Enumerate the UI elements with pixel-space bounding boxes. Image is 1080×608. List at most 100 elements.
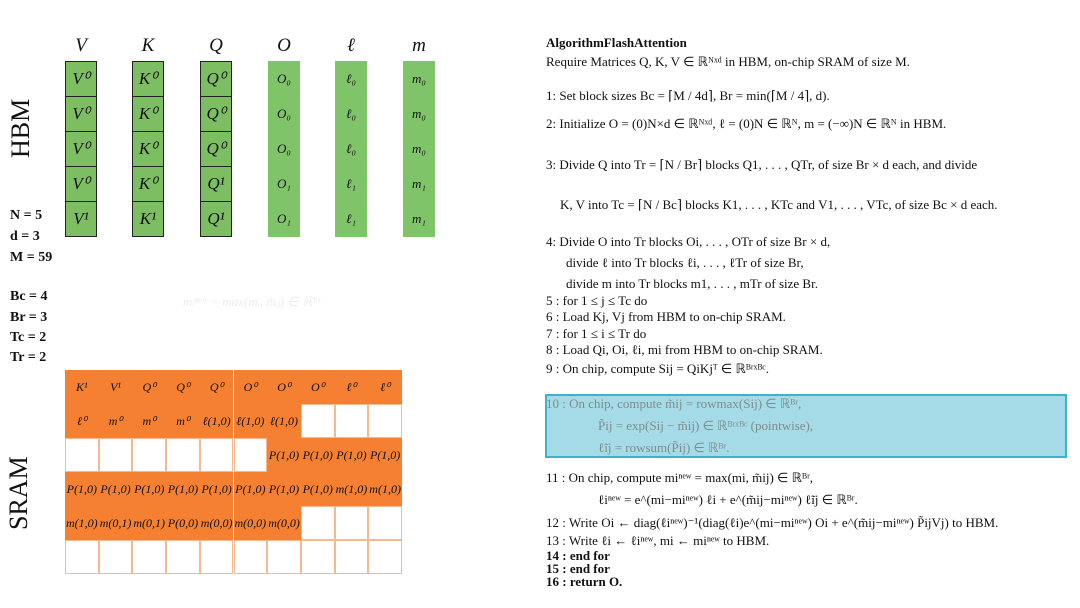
hbm-cell: Q⁰ <box>200 96 232 132</box>
sram-cell: m(0,0) <box>233 506 268 540</box>
alg-line-8: 8 : Load Qi, Oi, ℓi, mi from HBM to on-c… <box>546 342 823 357</box>
hbm-column-q: Q⁰ Q⁰ Q⁰ Q¹ Q¹ <box>200 61 232 237</box>
sram-cell <box>166 438 200 472</box>
header-o: O <box>277 35 291 56</box>
alg-line-9: 9 : On chip, compute Sij = QiKjᵀ ∈ ℝᴮʳˣᴮ… <box>546 361 769 376</box>
hbm-cell: m₀ <box>403 61 435 97</box>
sram-cell: ℓ(1,0) <box>199 404 234 438</box>
hbm-cell: Q⁰ <box>200 131 232 167</box>
hbm-cell: ℓ₀ <box>335 96 367 132</box>
sram-cell: m(0,1) <box>98 506 133 540</box>
sram-cell <box>65 438 99 472</box>
alg-line-4a: 4: Divide O into Tr blocks Oi, . . . , O… <box>546 234 831 249</box>
alg-line-7: 7 : for 1 ≤ i ≤ Tr do <box>546 326 647 341</box>
hbm-cell: V⁰ <box>65 131 97 167</box>
alg-line-15: 15 : end for <box>546 561 610 576</box>
hbm-cell: V⁰ <box>65 166 97 202</box>
alg-line-1: 1: Set block sizes Bc = ⌈M / 4d⌉, Br = m… <box>546 88 830 103</box>
alg-line-2: 2: Initialize O = (0)N×d ∈ ℝᴺˣᵈ, ℓ = (0)… <box>546 116 947 131</box>
hbm-column-o: O₀ O₀ O₀ O₁ O₁ <box>268 61 300 237</box>
sram-cell <box>132 540 167 574</box>
sram-cell: ℓ⁰ <box>368 370 402 404</box>
sram-cell: m⁰ <box>132 404 167 438</box>
sram-cell <box>334 404 369 438</box>
sram-cell <box>368 506 402 540</box>
sram-cell <box>300 540 335 574</box>
hbm-cell: K¹ <box>132 201 164 237</box>
hbm-label: HBM <box>6 98 35 158</box>
hbm-cell: K⁰ <box>132 96 164 132</box>
param-bc: Bc = 4 <box>10 289 48 304</box>
sram-cell <box>334 540 369 574</box>
header-k: K <box>141 35 155 56</box>
hbm-cell: K⁰ <box>132 61 164 97</box>
sram-cell <box>267 540 301 574</box>
hbm-cell: V¹ <box>65 201 97 237</box>
hbm-cell: Q⁰ <box>200 61 232 97</box>
hbm-cell: O₀ <box>268 131 300 167</box>
sram-cell: m(0,1) <box>132 506 167 540</box>
header-l: ℓ <box>347 35 355 56</box>
hbm-column-k: K⁰ K⁰ K⁰ K⁰ K¹ <box>132 61 164 237</box>
sram-cell <box>132 438 167 472</box>
sram-cell: m(0,0) <box>267 506 301 540</box>
alg-line-4b: divide ℓ into Tr blocks ℓi, . . . , ℓTr … <box>566 255 804 270</box>
alg-line-5: 5 : for 1 ≤ j ≤ Tc do <box>546 293 648 308</box>
sram-cell: P(1,0) <box>199 472 234 506</box>
sram-cell: ℓ⁰ <box>65 404 99 438</box>
sram-cell: m(1,0) <box>65 506 99 540</box>
sram-cell: ℓ(1,0) <box>267 404 301 438</box>
alg-line-13: 13 : Write ℓi ← ℓiⁿᵉʷ, mi ← miⁿᵉʷ to HBM… <box>546 533 770 548</box>
sram-cell: K¹ <box>65 370 99 404</box>
sram-cell: Q⁰ <box>132 370 167 404</box>
sram-cell: P(1,0) <box>132 472 167 506</box>
hbm-cell: K⁰ <box>132 166 164 202</box>
sram-cell: P(0,0) <box>166 506 200 540</box>
alg-line-14: 14 : end for <box>546 548 610 563</box>
sram-label: SRAM <box>4 456 33 530</box>
sram-row: P(1,0)P(1,0)P(1,0)P(1,0)P(1,0)P(1,0)P(1,… <box>65 472 402 506</box>
highlight-box <box>545 394 1067 458</box>
sram-row: m(1,0)m(0,1)m(0,1)P(0,0)m(0,0)m(0,0)m(0,… <box>65 506 402 540</box>
hbm-cell: ℓ₁ <box>335 201 367 237</box>
sram-cell: P(1,0) <box>368 438 402 472</box>
alg-line-3a: 3: Divide Q into Tr = ⌈N / Br⌉ blocks Q1… <box>546 157 978 172</box>
alg-line-6: 6 : Load Kj, Vj from HBM to on-chip SRAM… <box>546 309 786 324</box>
alg-line-12: 12 : Write Oi ← diag(ℓiⁿᵉʷ)⁻¹(diag(ℓi)e^… <box>546 515 999 530</box>
sram-cell: P(1,0) <box>65 472 99 506</box>
sram-cell: O⁰ <box>300 370 335 404</box>
alg-line-11a: 11 : On chip, compute miⁿᵉʷ = max(mi, m̃… <box>546 470 814 485</box>
sram-cell: Q⁰ <box>166 370 200 404</box>
hbm-cell: ℓ₀ <box>335 131 367 167</box>
param-br: Br = 3 <box>10 310 48 325</box>
sram-cell: P(1,0) <box>267 438 301 472</box>
sram-cell: ℓ⁰ <box>334 370 369 404</box>
sram-cell: ℓ(1,0) <box>233 404 268 438</box>
hbm-column-m: m₀ m₀ m₀ m₁ m₁ <box>403 61 435 237</box>
hbm-cell: K⁰ <box>132 131 164 167</box>
sram-cell: V¹ <box>98 370 133 404</box>
alg-line-10b: P̃ij = exp(Sij − m̃ij) ∈ ℝᴮʳˣᴮᶜ (pointwi… <box>598 418 814 433</box>
hbm-cell: O₀ <box>268 61 300 97</box>
sram-cell <box>199 540 234 574</box>
sram-cell <box>334 506 369 540</box>
header-q: Q <box>209 35 223 56</box>
hbm-cell: V⁰ <box>65 96 97 132</box>
sram-cell <box>368 404 402 438</box>
sram-cell <box>65 540 99 574</box>
sram-cell <box>166 540 200 574</box>
sram-cell: m(1,0) <box>368 472 402 506</box>
sram-cell <box>233 438 268 472</box>
sram-cell: O⁰ <box>233 370 268 404</box>
sram-cell: P(1,0) <box>334 438 369 472</box>
param-n: N = 5 <box>10 208 43 223</box>
sram-cell: P(1,0) <box>300 472 335 506</box>
alg-line-10c: ℓ̃ij = rowsum(P̃ij) ∈ ℝᴮʳ. <box>598 440 730 455</box>
header-m: m <box>412 35 426 56</box>
hbm-column-l: ℓ₀ ℓ₀ ℓ₀ ℓ₁ ℓ₁ <box>335 61 367 237</box>
sram-cell: P(1,0) <box>98 472 133 506</box>
algorithm-require: Require Matrices Q, K, V ∈ ℝᴺˣᵈ in HBM, … <box>546 54 910 69</box>
sram-cell <box>368 540 402 574</box>
sram-cell: Q⁰ <box>199 370 234 404</box>
